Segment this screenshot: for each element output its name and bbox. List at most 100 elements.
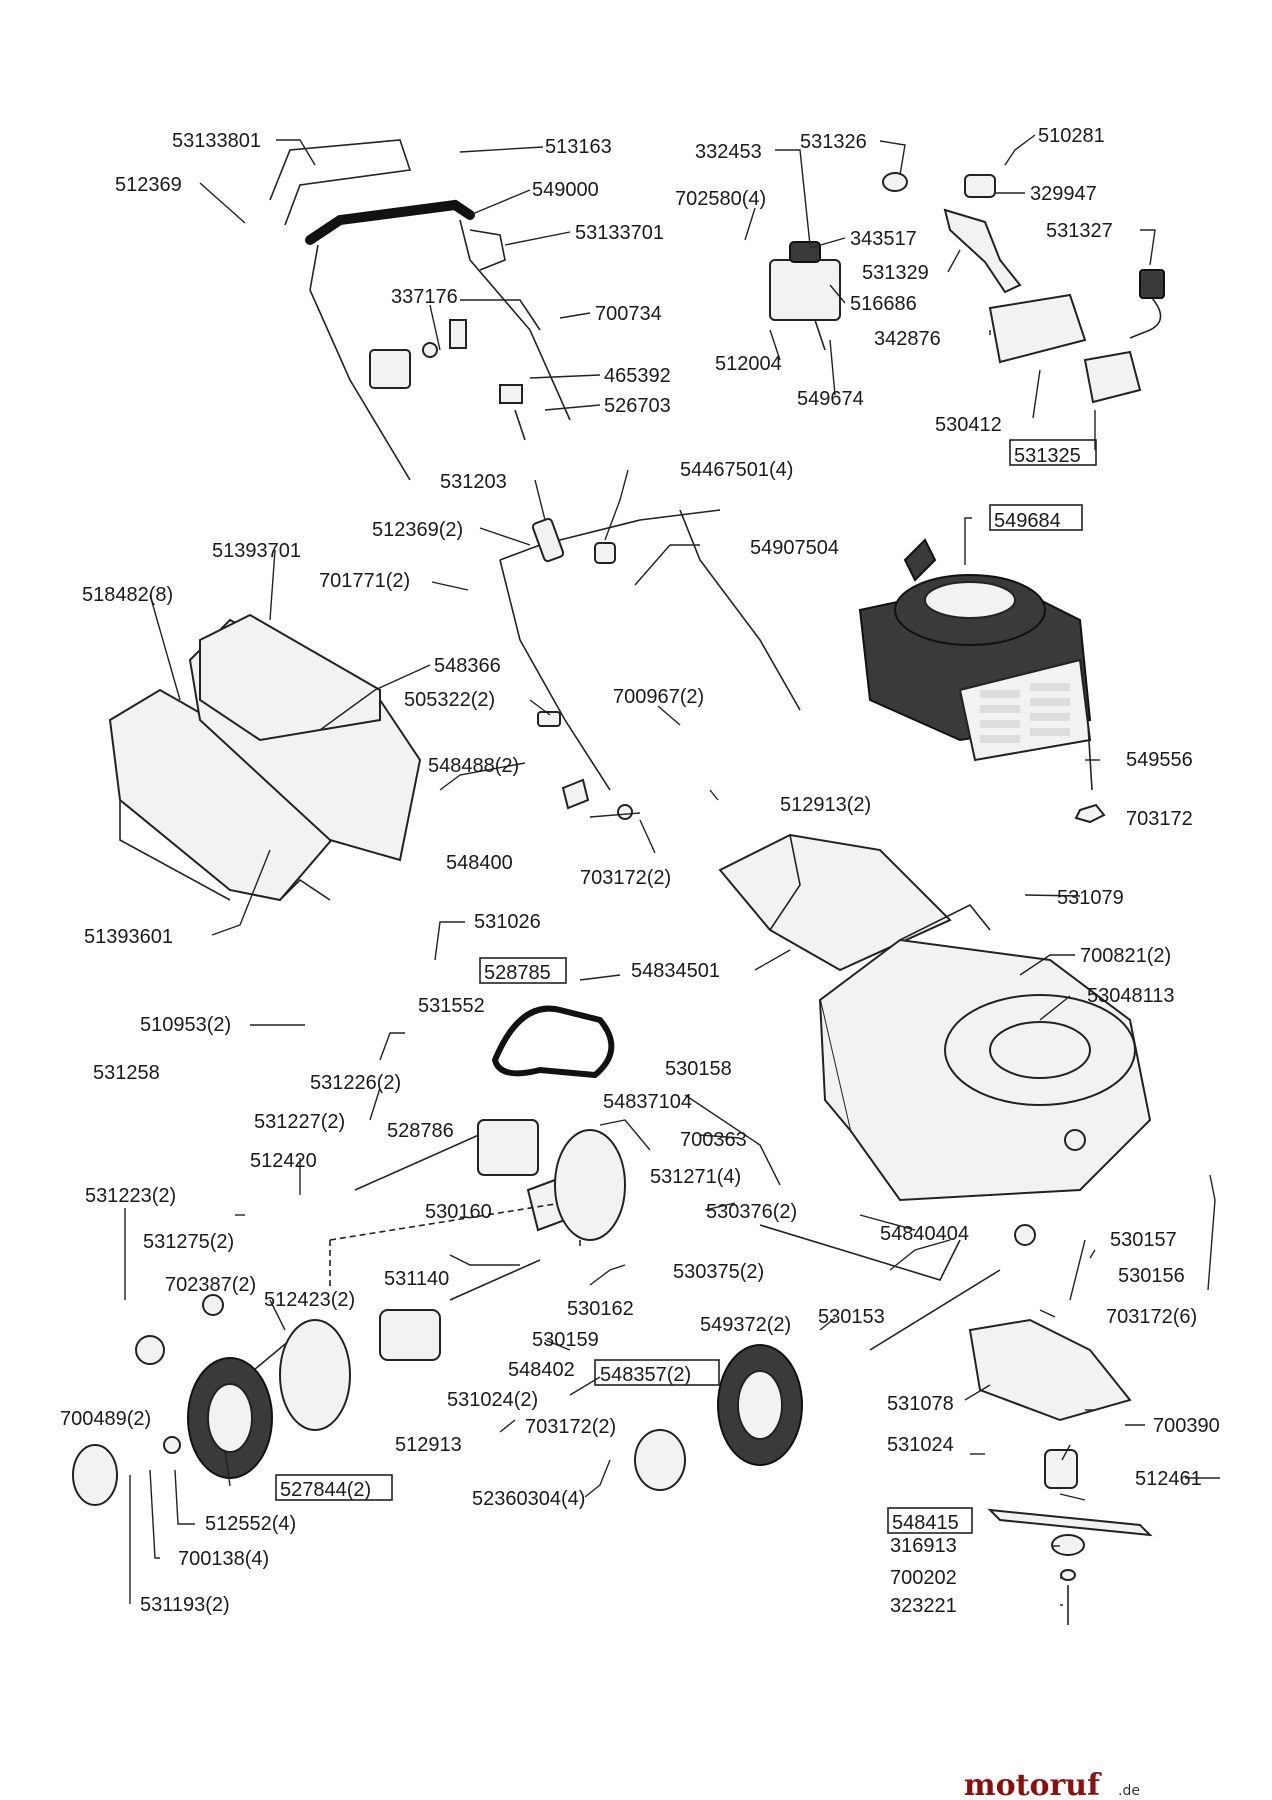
part-label: 531327	[1046, 220, 1113, 242]
part-label: 54837104	[603, 1091, 692, 1113]
part-label: 531326	[800, 131, 867, 153]
rear-flap	[718, 833, 952, 972]
part-label: 518482(8)	[82, 584, 173, 606]
part-label: 530160	[425, 1201, 492, 1223]
part-label: 700734	[595, 303, 662, 325]
part-label: 700202	[890, 1567, 957, 1589]
throttle-parts	[769, 172, 1165, 404]
part-label: 343517	[850, 228, 917, 250]
part-label: 54834501	[631, 960, 720, 982]
part-label: 54840404	[880, 1223, 969, 1245]
part-label: 531079	[1057, 887, 1124, 909]
part-label: 512004	[715, 353, 782, 375]
part-label: 700967(2)	[613, 686, 704, 708]
part-label: 342876	[874, 328, 941, 350]
part-label: 549674	[797, 388, 864, 410]
leader-lines	[124, 134, 1220, 1606]
part-label: 531078	[887, 1393, 954, 1415]
part-label: 549372(2)	[700, 1314, 791, 1336]
watermark-text: motoruf	[964, 1768, 1102, 1800]
part-label: 512369(2)	[372, 519, 463, 541]
watermark-tld: .de	[1118, 1783, 1140, 1799]
upper-handle	[269, 139, 571, 481]
part-label: 531258	[93, 1062, 160, 1084]
part-label: 548366	[434, 655, 501, 677]
part-label: 337176	[391, 286, 458, 308]
part-label: 531325	[1014, 445, 1081, 467]
part-label: 703172(6)	[1106, 1306, 1197, 1328]
drive-belt	[491, 1005, 615, 1079]
part-label: 531026	[474, 911, 541, 933]
part-label: 703172(2)	[525, 1416, 616, 1438]
part-label: 512913	[395, 1434, 462, 1456]
part-label: 530375(2)	[673, 1261, 764, 1283]
part-label: 52360304(4)	[472, 1488, 585, 1510]
part-label: 701771(2)	[319, 570, 410, 592]
part-label: 513163	[545, 136, 612, 158]
part-label: 512369	[115, 174, 182, 196]
part-label: 530157	[1110, 1229, 1177, 1251]
part-label: 512552(4)	[205, 1513, 296, 1535]
part-label: 531271(4)	[650, 1166, 741, 1188]
part-label: 700821(2)	[1080, 945, 1171, 967]
part-label: 528785	[484, 962, 551, 984]
part-label: 549684	[994, 510, 1061, 532]
part-label: 510281	[1038, 125, 1105, 147]
part-label: 530162	[567, 1298, 634, 1320]
part-label: 702580(4)	[675, 188, 766, 210]
part-label: 703172(2)	[580, 867, 671, 889]
part-label: 526703	[604, 395, 671, 417]
part-label: 531552	[418, 995, 485, 1017]
part-label: 531193(2)	[140, 1594, 230, 1616]
part-label: 530376(2)	[706, 1201, 797, 1223]
part-label: 527844(2)	[280, 1479, 371, 1501]
part-label: 531203	[440, 471, 507, 493]
part-label: 465392	[604, 365, 671, 387]
part-label: 512420	[250, 1150, 317, 1172]
blade-assembly	[968, 1318, 1153, 1625]
lower-handle	[499, 509, 801, 820]
part-label: 528786	[387, 1120, 454, 1142]
part-label: 700363	[680, 1129, 747, 1151]
part-label: 510953(2)	[140, 1014, 231, 1036]
part-label: 332453	[695, 141, 762, 163]
part-label: 531223(2)	[85, 1185, 176, 1207]
part-label: 700138(4)	[178, 1548, 269, 1570]
part-label: 530158	[665, 1058, 732, 1080]
part-label: 548415	[892, 1512, 959, 1534]
part-label: 530156	[1118, 1265, 1185, 1287]
part-label: 548488(2)	[428, 755, 519, 777]
part-label: 329947	[1030, 183, 1097, 205]
right-wheel	[554, 1129, 803, 1491]
engine	[858, 538, 1106, 824]
part-label: 702387(2)	[165, 1274, 256, 1296]
part-label: 548357(2)	[600, 1364, 691, 1386]
part-label: 53048113	[1087, 985, 1175, 1007]
left-wheel	[72, 1294, 351, 1506]
part-label: 531024(2)	[447, 1389, 538, 1411]
part-label: 512423(2)	[264, 1289, 355, 1311]
part-label: 530159	[532, 1329, 599, 1351]
part-label: 512913(2)	[780, 794, 871, 816]
part-label: 323221	[890, 1595, 957, 1617]
part-labels: 53133801 513163 512369 549000 53133701 3…	[60, 125, 1220, 1617]
part-label: 703172	[1126, 808, 1193, 830]
part-label: 53133701	[575, 222, 664, 244]
part-label: 531024	[887, 1434, 954, 1456]
part-label: 316913	[890, 1535, 957, 1557]
part-label: 531226(2)	[310, 1072, 401, 1094]
part-label: 700489(2)	[60, 1408, 151, 1430]
part-label: 531227(2)	[254, 1111, 345, 1133]
part-label: 530412	[935, 414, 1002, 436]
part-label: 53133801	[172, 130, 261, 152]
part-label: 531329	[862, 262, 929, 284]
part-label: 549556	[1126, 749, 1193, 771]
part-label: 54907504	[750, 537, 839, 559]
part-label: 505322(2)	[404, 689, 495, 711]
part-label: 516686	[850, 293, 917, 315]
watermark-logo: motoruf .de	[964, 1768, 1140, 1800]
grass-catcher	[108, 613, 422, 902]
part-label: 548402	[508, 1359, 575, 1381]
part-label: 531275(2)	[143, 1231, 234, 1253]
